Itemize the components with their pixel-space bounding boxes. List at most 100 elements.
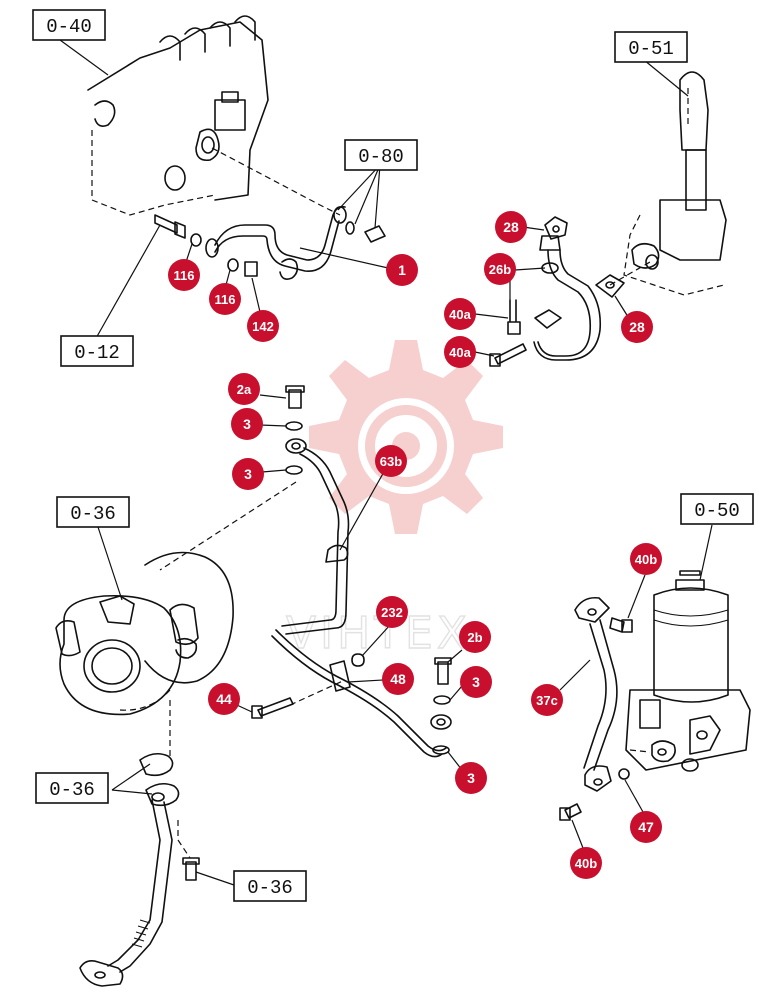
leader-2b bbox=[447, 649, 463, 663]
leader-0-36a bbox=[97, 526, 123, 601]
svg-text:40a: 40a bbox=[449, 345, 471, 360]
leader-116b bbox=[225, 269, 231, 286]
ref-box-0-51[interactable]: 0-51 bbox=[614, 31, 688, 63]
callout-142[interactable]: 142 bbox=[247, 310, 279, 342]
leader-63b bbox=[339, 469, 386, 551]
callout-44[interactable]: 44 bbox=[208, 683, 240, 715]
svg-text:0-12: 0-12 bbox=[74, 342, 120, 364]
callout-40b[interactable]: 40b bbox=[570, 847, 602, 879]
leader-47 bbox=[624, 779, 644, 813]
injection-pump-assembly bbox=[87, 15, 341, 216]
callout-2a[interactable]: 2a bbox=[228, 373, 260, 405]
callout-40b[interactable]: 40b bbox=[630, 543, 662, 575]
svg-text:1: 1 bbox=[398, 262, 406, 278]
callout-232[interactable]: 232 bbox=[376, 596, 408, 628]
leader-116a bbox=[185, 243, 193, 263]
leader-0-36b-b bbox=[111, 789, 153, 795]
svg-text:63b: 63b bbox=[380, 454, 402, 469]
callout-26b[interactable]: 26b bbox=[484, 253, 516, 285]
svg-text:3: 3 bbox=[467, 770, 475, 786]
svg-text:44: 44 bbox=[216, 691, 232, 707]
svg-text:47: 47 bbox=[638, 819, 654, 835]
leader-0-12 bbox=[94, 224, 161, 341]
callout-40a[interactable]: 40a bbox=[444, 336, 476, 368]
leader-0-36b-a bbox=[111, 763, 151, 791]
svg-text:3: 3 bbox=[243, 416, 251, 432]
ref-box-0-12[interactable]: 0-12 bbox=[60, 335, 134, 367]
leader-0-80-c bbox=[374, 164, 381, 229]
svg-text:40b: 40b bbox=[575, 856, 597, 871]
svg-text:0-50: 0-50 bbox=[694, 500, 740, 522]
svg-text:3: 3 bbox=[244, 466, 252, 482]
svg-text:40a: 40a bbox=[449, 307, 471, 322]
leader-2a bbox=[259, 394, 287, 399]
callout-40a[interactable]: 40a bbox=[444, 298, 476, 330]
callout-3[interactable]: 3 bbox=[231, 408, 263, 440]
leader-0-50 bbox=[699, 524, 713, 581]
ref-box-0-36-bolt[interactable]: 0-36 bbox=[233, 870, 307, 902]
leader-40b2 bbox=[571, 819, 584, 849]
callout-28[interactable]: 28 bbox=[621, 311, 653, 343]
callout-63b[interactable]: 63b bbox=[375, 445, 407, 477]
leader-0-80-a bbox=[337, 164, 381, 211]
svg-text:0-40: 0-40 bbox=[46, 16, 92, 38]
callout-3[interactable]: 3 bbox=[460, 666, 492, 698]
svg-text:28: 28 bbox=[629, 319, 645, 335]
callout-2b[interactable]: 2b bbox=[459, 621, 491, 653]
svg-text:116: 116 bbox=[215, 292, 236, 307]
leader-37c bbox=[559, 659, 591, 691]
svg-text:48: 48 bbox=[390, 671, 406, 687]
svg-text:0-36: 0-36 bbox=[49, 779, 95, 801]
leader-0-36c bbox=[195, 871, 235, 886]
leader-40a2 bbox=[474, 351, 495, 357]
leader-3b bbox=[261, 469, 287, 473]
watermark: VIHTEX bbox=[285, 340, 503, 660]
svg-text:3: 3 bbox=[472, 674, 480, 690]
callout-1[interactable]: 1 bbox=[386, 254, 418, 286]
fuel-pipe-37c bbox=[559, 596, 633, 821]
svg-text:116: 116 bbox=[174, 268, 195, 283]
fuel-filter bbox=[625, 570, 751, 772]
leader-0-80-b bbox=[354, 164, 381, 225]
svg-text:37c: 37c bbox=[536, 693, 558, 708]
turbocharger bbox=[55, 551, 234, 760]
ref-box-0-50[interactable]: 0-50 bbox=[680, 493, 754, 525]
leader-0-40 bbox=[59, 39, 109, 76]
svg-text:0-51: 0-51 bbox=[628, 38, 674, 60]
callout-47[interactable]: 47 bbox=[630, 811, 662, 843]
leader-142 bbox=[251, 277, 261, 313]
banjo-bolt-left bbox=[154, 214, 258, 277]
callout-28[interactable]: 28 bbox=[495, 211, 527, 243]
ref-box-0-36-turbo[interactable]: 0-36 bbox=[56, 496, 130, 528]
leader-232 bbox=[361, 624, 391, 657]
leader-40b1 bbox=[627, 574, 646, 619]
callout-116[interactable]: 116 bbox=[209, 283, 241, 315]
watermark-gear-icon bbox=[309, 340, 503, 534]
svg-text:142: 142 bbox=[252, 319, 274, 334]
watermark-text: VIHTEX bbox=[286, 608, 471, 659]
callout-48[interactable]: 48 bbox=[382, 663, 414, 695]
svg-text:2a: 2a bbox=[237, 382, 252, 397]
filter-head-assembly bbox=[609, 71, 727, 296]
callout-3[interactable]: 3 bbox=[232, 458, 264, 490]
callout-37c[interactable]: 37c bbox=[531, 684, 563, 716]
svg-text:26b: 26b bbox=[489, 262, 511, 277]
return-pipe-assembly bbox=[251, 385, 452, 758]
leader-40a1 bbox=[474, 313, 509, 319]
oil-drain-pipe bbox=[79, 752, 200, 987]
svg-text:0-36: 0-36 bbox=[70, 503, 116, 525]
svg-text:0-80: 0-80 bbox=[358, 146, 404, 168]
callout-116[interactable]: 116 bbox=[168, 259, 200, 291]
svg-text:40b: 40b bbox=[635, 552, 657, 567]
svg-text:0-36: 0-36 bbox=[247, 877, 293, 899]
ref-box-0-36-flange[interactable]: 0-36 bbox=[35, 772, 109, 804]
leader-1 bbox=[299, 247, 389, 269]
svg-text:28: 28 bbox=[503, 219, 519, 235]
ref-box-0-40[interactable]: 0-40 bbox=[32, 9, 106, 41]
leader-turbo-dash bbox=[159, 481, 297, 571]
svg-text:232: 232 bbox=[381, 605, 403, 620]
ref-box-0-80[interactable]: 0-80 bbox=[344, 139, 418, 171]
callout-3[interactable]: 3 bbox=[455, 762, 487, 794]
leader-26b bbox=[514, 267, 546, 271]
